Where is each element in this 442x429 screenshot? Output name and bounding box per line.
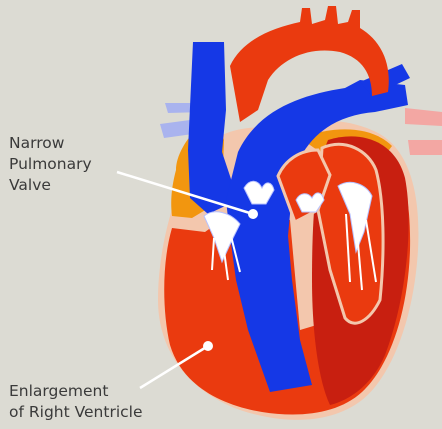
pulmonary-vein-right bbox=[405, 108, 442, 155]
label-line: Pulmonary bbox=[9, 154, 92, 175]
label-enlargement-right-ventricle: Enlargement of Right Ventricle bbox=[9, 381, 143, 423]
ventricle-marker-dot bbox=[203, 341, 213, 351]
label-narrow-pulmonary-valve: Narrow Pulmonary Valve bbox=[9, 133, 92, 196]
label-line: Enlargement bbox=[9, 381, 143, 402]
label-line: Valve bbox=[9, 175, 92, 196]
valve-marker-dot bbox=[248, 209, 258, 219]
label-line: Narrow bbox=[9, 133, 92, 154]
label-line: of Right Ventricle bbox=[9, 402, 143, 423]
